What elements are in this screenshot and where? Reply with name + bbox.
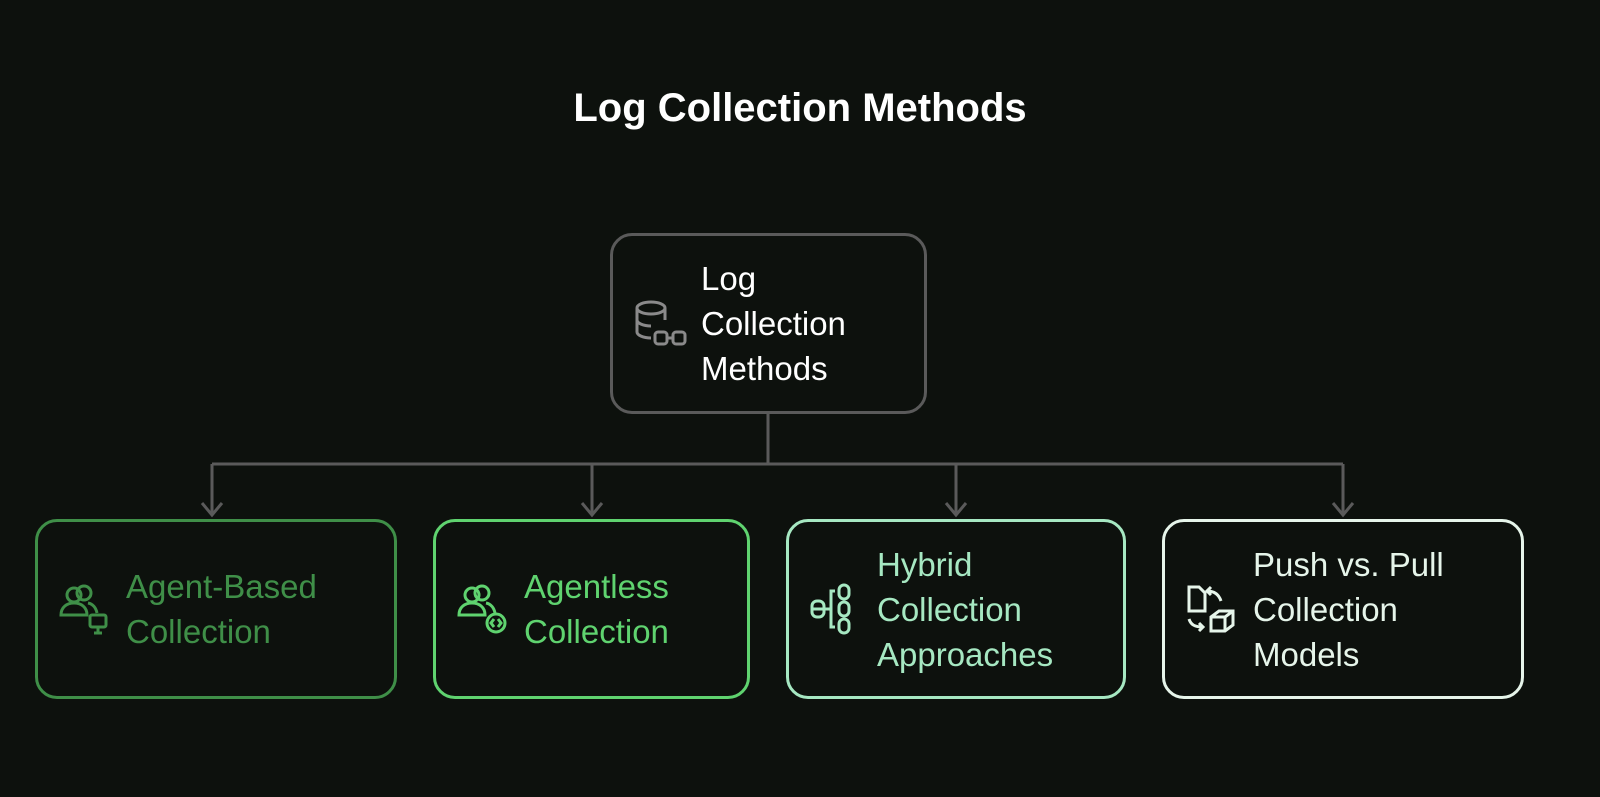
node-hybrid: Hybrid Collection Approaches [786, 519, 1126, 699]
node-agent-based: Agent-Based Collection [35, 519, 397, 699]
label-line: Collection [126, 613, 271, 650]
label-line: Agentless [524, 568, 669, 605]
label-line: Agent-Based [126, 568, 317, 605]
label-line: Approaches [877, 635, 1054, 673]
connector-trunk [212, 414, 1343, 466]
users-code-icon [457, 584, 507, 634]
database-link-icon [635, 300, 687, 345]
arrow-agentless [580, 464, 604, 518]
node-push-pull: Push vs. Pull Collection Models [1162, 519, 1524, 699]
database-tree-icon [810, 583, 851, 635]
node-agentless: Agentless Collection [433, 519, 750, 699]
label-line: Hybrid [877, 545, 973, 583]
node-label: Hybrid Collection Approaches [877, 542, 1053, 677]
label-line: Models [1253, 635, 1360, 673]
arrow-push-pull [1331, 464, 1355, 518]
label-line: Collection [877, 590, 1022, 628]
node-label: Agentless Collection [524, 564, 669, 654]
label-line: Push vs. Pull [1253, 545, 1444, 583]
label-line: Collection [701, 305, 846, 342]
users-monitor-icon [59, 584, 108, 635]
label-line: Collection [524, 613, 669, 650]
node-label: Agent-Based Collection [126, 564, 317, 654]
arrow-agent-based [200, 464, 224, 518]
label-line: Log [701, 260, 757, 297]
arrow-hybrid [944, 464, 968, 518]
root-node: Log Collection Methods [610, 233, 927, 414]
label-line: Methods [701, 350, 828, 387]
document-cube-exchange-icon [1187, 585, 1235, 633]
node-label: Push vs. Pull Collection Models [1253, 542, 1444, 677]
label-line: Collection [1253, 590, 1398, 628]
root-label: Log Collection Methods [701, 256, 846, 391]
diagram-title: Log Collection Methods [573, 86, 1027, 130]
